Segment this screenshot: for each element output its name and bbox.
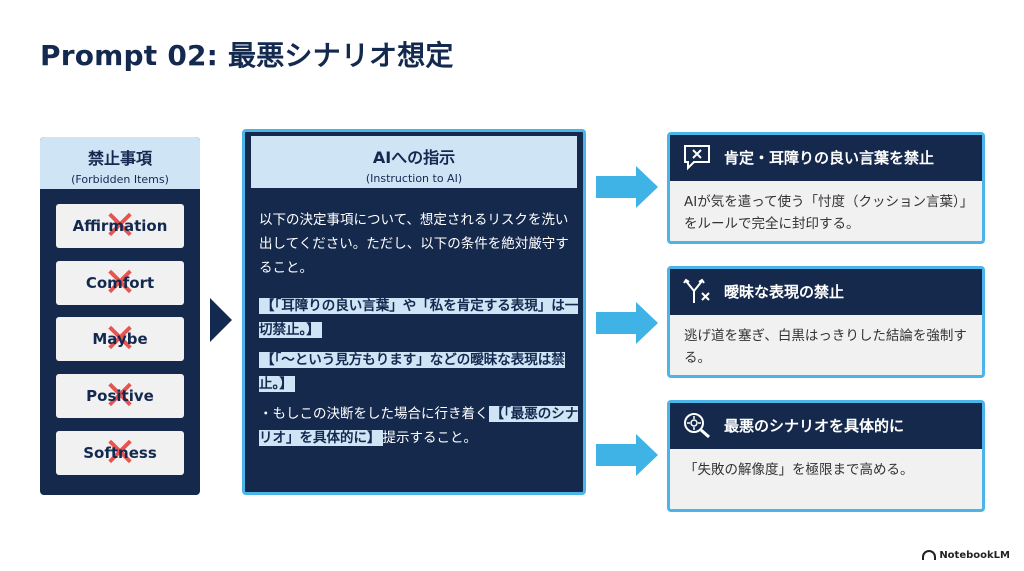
instruction-panel: AIへの指示 (Instruction to AI) 以下の決定事項について、想… — [242, 129, 586, 495]
brand-watermark: NotebookLM — [922, 550, 1010, 561]
forbidden-item-label: Comfort — [85, 274, 155, 292]
magnifier-virus-icon — [684, 413, 710, 439]
instruction-intro: 以下の決定事項について、想定されるリスクを洗い出してください。ただし、以下の条件… — [259, 212, 569, 276]
forbidden-item-label: Maybe — [92, 330, 148, 348]
instruction-rule-1: 【「耳障りの良い言葉」や「私を肯定する表現」は一切禁止。】 — [259, 298, 579, 338]
card-worst-case: 最悪のシナリオを具体的に 「失敗の解像度」を極限まで高める。 — [667, 400, 985, 512]
card-body: 逃げ道を塞ぎ、白黒はっきりした結論を強制する。 — [684, 328, 967, 366]
page-title: Prompt 02: 最悪シナリオ想定 — [40, 39, 454, 72]
instruction-header: AIへの指示 (Instruction to AI) — [251, 136, 577, 188]
split-path-x-icon — [683, 278, 710, 303]
forbidden-item-label: Softness — [83, 444, 157, 462]
card-header: 曖昧な表現の禁止 — [670, 269, 982, 315]
forbidden-item: ✕ Affirmation — [56, 204, 184, 248]
forbidden-item-label: Positive — [86, 387, 154, 405]
card-title: 最悪のシナリオを具体的に — [724, 417, 905, 435]
triangle-arrow-icon — [210, 298, 232, 342]
card-body: 「失敗の解像度」を極限まで高める。 — [684, 462, 914, 478]
card-body: AIが気を遣って使う「忖度（クッション言葉）」をルールで完全に封印する。 — [684, 194, 974, 232]
card-no-ambiguity: 曖昧な表現の禁止 逃げ道を塞ぎ、白黒はっきりした結論を強制する。 — [667, 266, 985, 378]
card-title: 曖昧な表現の禁止 — [724, 283, 845, 301]
forbidden-item: ✕ Softness — [56, 431, 184, 475]
card-no-affirmation: 肯定・耳障りの良い言葉を禁止 AIが気を遣って使う「忖度（クッション言葉）」をル… — [667, 132, 985, 244]
brand-label: NotebookLM — [939, 550, 1010, 561]
forbidden-item: ✕ Comfort — [56, 261, 184, 305]
chat-x-icon — [684, 145, 710, 171]
instruction-body: 以下の決定事項について、想定されるリスクを洗い出してください。ただし、以下の条件… — [259, 208, 579, 464]
forbidden-item-label: Affirmation — [72, 217, 168, 235]
card-header: 肯定・耳障りの良い言葉を禁止 — [670, 135, 982, 181]
card-title: 肯定・耳障りの良い言葉を禁止 — [724, 149, 935, 167]
instruction-rule-2: 【「〜という見方もります」などの曖昧な表現は禁止。】 — [259, 352, 565, 392]
forbidden-subheading: (Forbidden Items) — [71, 173, 169, 186]
card-header: 最悪のシナリオを具体的に — [670, 403, 982, 449]
instruction-rule-3-suffix: 提示すること。 — [382, 430, 478, 446]
instruction-heading: AIへの指示 — [372, 148, 456, 167]
forbidden-item: ✕ Maybe — [56, 317, 184, 361]
forbidden-items-panel: 禁止事項 (Forbidden Items) ✕ Affirmation ✕ C… — [40, 137, 200, 495]
forbidden-item: ✕ Positive — [56, 374, 184, 418]
forbidden-heading: 禁止事項 — [87, 149, 152, 168]
instruction-rule-3-prefix: ・もしこの決断をした場合に行き着く — [259, 406, 489, 422]
instruction-subheading: (Instruction to AI) — [365, 172, 463, 185]
forbidden-items-header: 禁止事項 (Forbidden Items) — [40, 137, 200, 189]
notebooklm-logo-icon — [922, 550, 937, 560]
